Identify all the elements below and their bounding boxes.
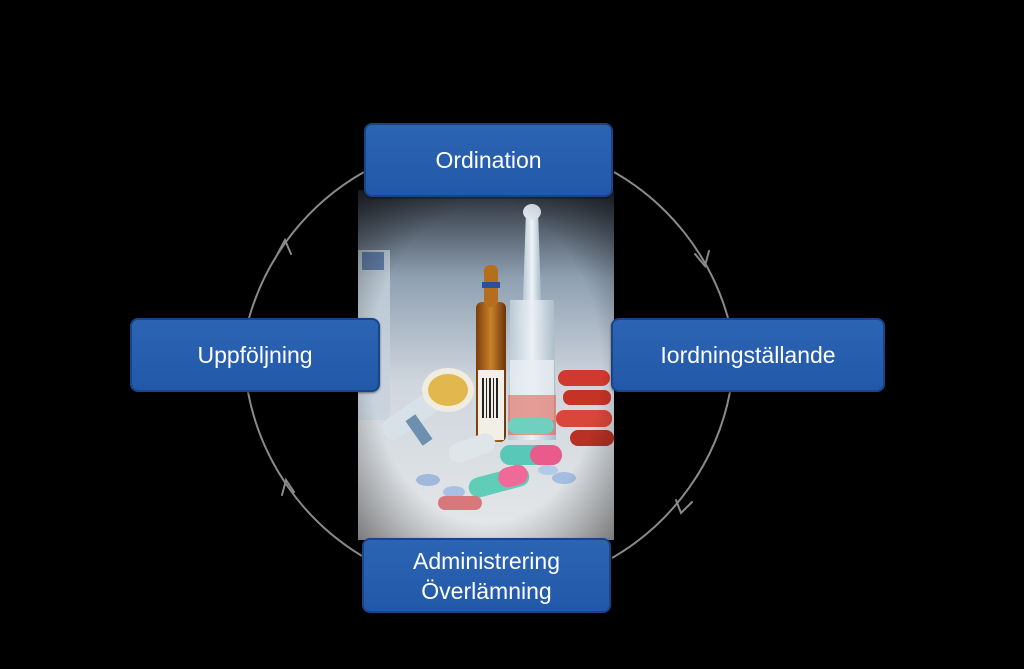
arc-iordning-to-admin bbox=[612, 392, 730, 558]
node-uppfoljning: Uppföljning bbox=[130, 318, 380, 392]
node-iordningstallande-label: Iordningställande bbox=[660, 340, 835, 370]
medication-illustration bbox=[358, 190, 614, 540]
node-iordningstallande: Iordningställande bbox=[611, 318, 885, 392]
arc-ordination-to-iordning bbox=[614, 172, 728, 318]
arc-admin-to-uppfoljning bbox=[248, 392, 362, 556]
arc-uppfoljning-to-ordination bbox=[249, 172, 364, 318]
node-uppfoljning-label: Uppföljning bbox=[197, 340, 312, 370]
node-ordination-label: Ordination bbox=[435, 145, 541, 175]
node-administrering-label-line1: Administrering bbox=[413, 546, 560, 576]
node-ordination: Ordination bbox=[364, 123, 613, 197]
node-administrering-label-line2: Överlämning bbox=[421, 576, 551, 606]
node-administrering: Administrering Överlämning bbox=[362, 538, 611, 613]
medication-photo bbox=[358, 190, 614, 540]
